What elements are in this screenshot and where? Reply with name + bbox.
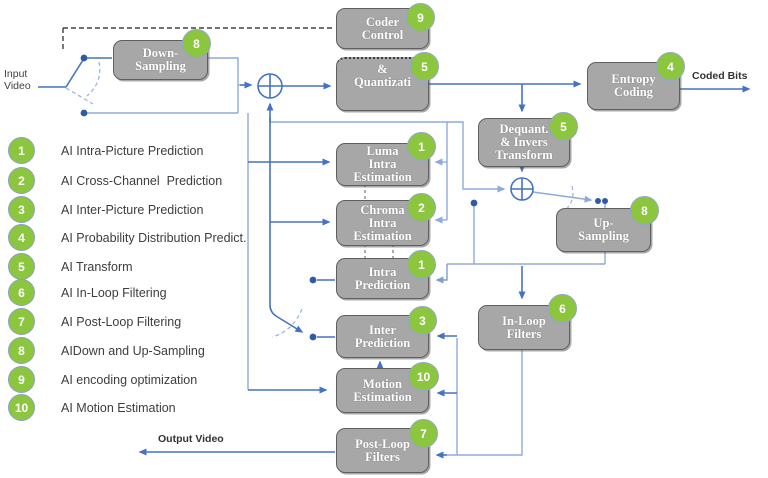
block-label: Motion Estimation xyxy=(353,376,412,404)
legend-item-10: 10 AI Motion Estimation xyxy=(8,394,176,421)
legend-label-4: AI Probability Distribution Predict. xyxy=(61,230,247,245)
block-label: Chroma Intra Estimation xyxy=(353,202,412,243)
legend-number-6: 6 xyxy=(8,279,35,306)
block-label: Up- Sampling xyxy=(578,216,629,243)
legend-item-6: 6 AI In-Loop Filtering xyxy=(8,279,167,306)
ai-badge-down-sampling: 8 xyxy=(182,29,211,58)
legend-item-8: 8 AIDown and Up-Sampling xyxy=(8,337,205,364)
block-inter-prediction: Inter Prediction xyxy=(336,315,429,358)
block-chroma-intra-estimation: Chroma Intra Estimation xyxy=(336,200,429,246)
block-label: In-Loop Filters xyxy=(502,313,546,341)
block-label: & Quantizati xyxy=(354,62,411,89)
legend-number-1: 1 xyxy=(8,137,35,164)
block-luma-intra-estimation: Luma Intra Estimation xyxy=(336,143,429,186)
legend-number-2: 2 xyxy=(8,167,35,194)
legend-label-1: AI Intra-Picture Prediction xyxy=(61,143,204,158)
ai-badge-in-loop-filters: 6 xyxy=(548,294,577,323)
legend-label-5: AI Transform xyxy=(61,259,133,274)
ai-badge-luma-intra-est: 1 xyxy=(407,132,436,161)
block-in-loop-filters: In-Loop Filters xyxy=(478,305,570,350)
block-label: Post-Loop Filters xyxy=(355,436,410,464)
ai-badge-motion-estimation: 10 xyxy=(408,362,439,391)
input-video-label: Input Video xyxy=(4,68,31,92)
block-label: Intra Prediction xyxy=(354,264,411,292)
ai-badge-chroma-intra-est: 2 xyxy=(407,193,436,222)
ai-badge-dequant: 5 xyxy=(549,112,578,141)
legend-number-4: 4 xyxy=(8,224,35,251)
legend-number-5: 5 xyxy=(8,253,35,280)
legend-item-5: 5 AI Transform xyxy=(8,253,133,280)
block-down-sampling: Down- Sampling xyxy=(113,40,208,80)
legend-label-3: AI Inter-Picture Prediction xyxy=(61,202,204,217)
legend-item-3: 3 AI Inter-Picture Prediction xyxy=(8,196,203,223)
block-label: Dequant. & Invers Transform xyxy=(495,122,553,162)
legend-label-2: AI Cross-Channel Prediction xyxy=(61,173,223,188)
ai-badge-entropy-coding: 4 xyxy=(656,52,685,81)
block-label: Entropy Coding xyxy=(611,72,656,99)
legend-item-7: 7 AI Post-Loop Filtering xyxy=(8,308,181,335)
block-label: Down- Sampling xyxy=(135,46,186,73)
legend-number-3: 3 xyxy=(8,196,35,223)
block-label: Inter Prediction xyxy=(354,322,411,350)
block-label: Luma Intra Estimation xyxy=(353,144,412,184)
legend-number-10: 10 xyxy=(8,394,35,421)
legend-item-1: 1 AI Intra-Picture Prediction xyxy=(8,137,203,164)
legend-item-2: 2 AI Cross-Channel Prediction xyxy=(8,167,222,194)
legend-number-9: 9 xyxy=(8,366,35,393)
legend-number-8: 8 xyxy=(8,337,35,364)
legend-label-8: AIDown and Up-Sampling xyxy=(61,343,205,358)
ai-badge-up-sampling: 8 xyxy=(630,196,659,225)
legend-item-4: 4 AI Probability Distribution Predict. xyxy=(8,224,247,251)
legend-number-7: 7 xyxy=(8,308,35,335)
block-up-sampling: Up- Sampling xyxy=(556,208,651,252)
output-video-label: Output Video xyxy=(158,433,224,445)
ai-badge-coder-control: 9 xyxy=(406,3,435,32)
legend-item-9: 9 AI encoding optimization xyxy=(8,366,197,393)
ai-badge-intra-prediction: 1 xyxy=(407,250,436,279)
coded-bits-label: Coded Bits xyxy=(692,70,748,82)
legend-label-9: AI encoding optimization xyxy=(61,372,198,387)
ai-badge-inter-prediction: 3 xyxy=(408,306,437,335)
legend-label-6: AI In-Loop Filtering xyxy=(61,285,167,300)
block-label: Coder Control xyxy=(361,14,404,42)
ai-badge-transform-quant: 5 xyxy=(410,52,439,81)
ai-badge-post-loop-filters: 7 xyxy=(409,419,438,448)
legend-label-7: AI Post-Loop Filtering xyxy=(61,314,182,329)
legend-label-10: AI Motion Estimation xyxy=(61,400,176,415)
